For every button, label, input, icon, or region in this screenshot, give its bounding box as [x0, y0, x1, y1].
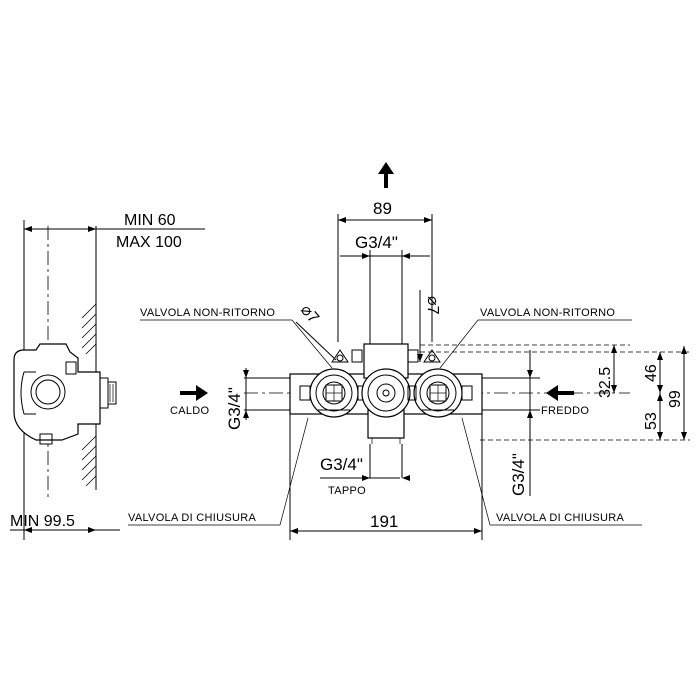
diameter-left-label: ⌀7 — [297, 302, 322, 327]
outlet-thread-label: G3/4" — [355, 233, 398, 252]
left-valve — [299, 368, 367, 418]
valvola-chiusura-right-label: VALVOLA DI CHIUSURA — [496, 512, 625, 524]
dim-53-label: 53 — [643, 412, 660, 430]
min-total-label: MIN 99.5 — [10, 513, 75, 530]
tappo-thread-label: G3/4" — [320, 455, 363, 474]
dim-32-5-label: 32.5 — [597, 367, 614, 398]
max-depth-label: MAX 100 — [116, 234, 182, 251]
wall-hatch-bottom — [81, 435, 97, 487]
arrow-right-icon — [180, 385, 208, 401]
front-view: 89 G3/4" — [128, 162, 690, 540]
outlet-spacing-label: 89 — [373, 199, 392, 218]
side-view: MIN 60 MAX 100 MIN 99.5 — [10, 212, 205, 540]
valvola-non-ritorno-left-label: VALVOLA NON-RITORNO — [140, 307, 275, 319]
center-mixer — [361, 368, 411, 418]
wall-hatch-top — [81, 303, 97, 355]
min-depth-label: MIN 60 — [124, 212, 176, 229]
arrow-left-icon — [546, 385, 574, 401]
diameter-right-label: ⌀7 — [424, 296, 441, 315]
left-inlet-thread-label: G3/4" — [225, 387, 244, 430]
freddo-label: FREDDO — [541, 405, 589, 417]
right-valve — [407, 368, 473, 418]
dim-46-label: 46 — [643, 364, 660, 382]
arrow-up-icon — [378, 162, 394, 188]
caldo-label: CALDO — [170, 405, 210, 417]
valvola-non-ritorno-right-label: VALVOLA NON-RITORNO — [480, 307, 615, 319]
valvola-chiusura-left-label: VALVOLA DI CHIUSURA — [128, 512, 257, 524]
dim-99-label: 99 — [667, 390, 684, 408]
overall-width-label: 191 — [370, 512, 398, 531]
tappo-label: TAPPO — [328, 485, 366, 497]
right-inlet-thread-label: G3/4" — [509, 453, 528, 496]
